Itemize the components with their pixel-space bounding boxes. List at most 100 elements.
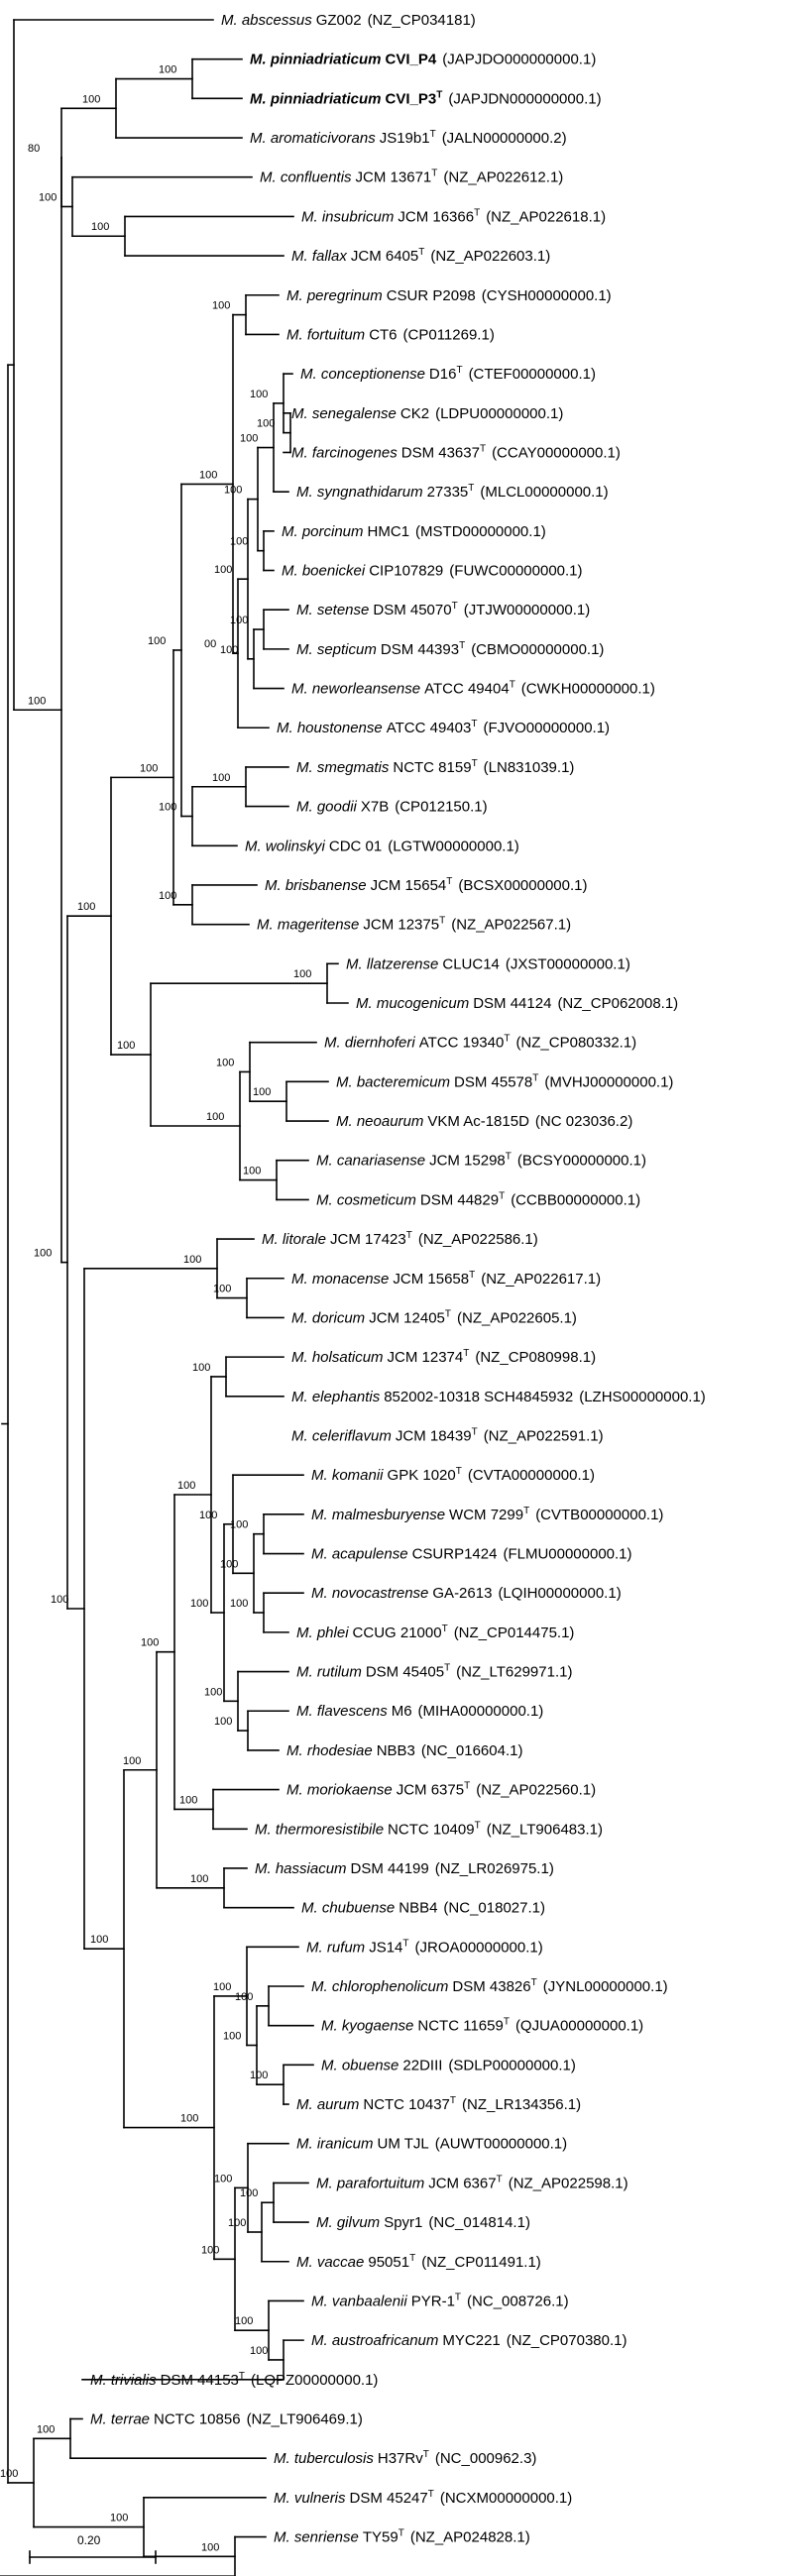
- type-strain-mark: T: [497, 2174, 503, 2184]
- taxon-accession: (CBMO00000000.1): [471, 641, 604, 658]
- type-strain-mark: T: [459, 640, 465, 651]
- taxon-strain: DSM 44124: [473, 995, 551, 1012]
- taxon-strain: VKM Ac-1815D: [427, 1113, 529, 1130]
- taxon-strain: DSM 44393: [381, 641, 459, 658]
- taxon-strain: ATCC 49403: [387, 720, 472, 736]
- bootstrap-value: 100: [243, 1166, 261, 1177]
- taxon-name: M. tuberculosis: [274, 2450, 374, 2467]
- bootstrap-value: 100: [159, 64, 176, 76]
- taxon-strain: NCTC 10409: [388, 1821, 475, 1838]
- bootstrap-value: 100: [220, 644, 238, 656]
- taxon-name: M. rutilum: [296, 1664, 362, 1681]
- bootstrap-value: 100: [148, 635, 166, 647]
- type-strain-mark: T: [468, 483, 474, 494]
- tree-branches: [0, 19, 349, 2576]
- taxon-strain: CSUR P2098: [387, 287, 476, 304]
- taxon-accession: (MSTD00000000.1): [415, 523, 546, 540]
- bootstrap-value: 100: [190, 1873, 208, 1885]
- taxon-accession: (CTEF00000000.1): [469, 366, 596, 383]
- taxon-name: M. kyogaense: [321, 2018, 413, 2035]
- taxon-name: M. doricum: [291, 1309, 365, 1326]
- taxon-accession: (LZHS00000000.1): [579, 1389, 706, 1405]
- taxon-accession: (CVTA00000000.1): [468, 1467, 595, 1484]
- taxon-accession: (NZ_LT629971.1): [456, 1664, 572, 1681]
- type-strain-mark: T: [423, 2449, 429, 2460]
- type-strain-mark: T: [523, 1506, 529, 1516]
- taxon-strain: JCM 15654: [371, 877, 447, 894]
- taxon-strain: JCM 6375: [397, 1782, 464, 1799]
- taxon-name: M. neoaurum: [336, 1113, 423, 1130]
- bootstrap-value: 100: [90, 1934, 108, 1946]
- bootstrap-value: 100: [141, 1637, 159, 1649]
- taxon-accession: (NZ_AP022617.1): [481, 1271, 601, 1288]
- bootstrap-value: 100: [159, 890, 176, 902]
- taxon-accession: (NZ_AP022612.1): [443, 169, 563, 186]
- taxon-strain: CIP107829: [369, 563, 443, 580]
- taxon-strain: JCM 16366: [398, 208, 474, 225]
- taxon-accession: (NZ_CP014475.1): [454, 1624, 575, 1641]
- taxon-accession: (AUWT00000000.1): [435, 2136, 567, 2153]
- taxon-name: M. smegmatis: [296, 759, 390, 776]
- bootstrap-value: 100: [235, 2315, 253, 2327]
- taxon-name: M. chubuense: [301, 1900, 395, 1917]
- taxon-strain: PYR-1: [411, 2293, 455, 2309]
- bootstrap-value: 100: [91, 221, 109, 233]
- bootstrap-value: 100: [230, 615, 248, 626]
- taxon-name: M. houstonense: [277, 720, 383, 736]
- taxon-accession: (FJVO00000000.1): [483, 720, 610, 736]
- taxon-accession: (NZ_CP070380.1): [507, 2332, 627, 2349]
- taxon-strain: JCM 12374: [388, 1349, 464, 1366]
- taxon-accession: (NZ_LR134356.1): [462, 2096, 581, 2113]
- bootstrap-value: 100: [159, 802, 176, 814]
- taxon-name: M. rufum: [306, 1939, 365, 1956]
- taxon-name: M. trivialis: [90, 2372, 157, 2389]
- taxon-accession: (NZ_CP080998.1): [475, 1349, 596, 1366]
- taxon-strain: NCTC 10437: [363, 2096, 450, 2113]
- taxon-strain: WCM 7299: [449, 1507, 523, 1523]
- taxon-accession: (BCSX00000000.1): [458, 877, 587, 894]
- taxon-name: M. celeriflavum: [291, 1427, 392, 1444]
- taxon-name: M. vaccae: [296, 2254, 364, 2271]
- taxon-strain: JCM 15658: [393, 1271, 469, 1288]
- taxon-strain: TY59: [363, 2529, 399, 2546]
- taxon-strain: 95051: [368, 2254, 409, 2271]
- taxon-name: M. vulneris: [274, 2490, 346, 2507]
- taxon-strain: CDC 01: [329, 838, 382, 854]
- type-strain-mark: T: [504, 2017, 510, 2028]
- taxon-strain: JCM 18439: [396, 1427, 472, 1444]
- taxon-accession: (MIHA00000000.1): [418, 1703, 544, 1720]
- taxon-strain: CVI_P3: [386, 90, 437, 107]
- type-strain-mark: T: [450, 2095, 456, 2106]
- bootstrap-value: 100: [235, 1991, 253, 2003]
- taxon-name: M. setense: [296, 602, 369, 618]
- taxon-accession: (FUWC00000000.1): [449, 563, 582, 580]
- taxon-name: M. diernhoferi: [324, 1035, 415, 1052]
- taxon-name: M. farcinogenes: [291, 444, 398, 461]
- taxon-strain: DSM 44153: [161, 2372, 239, 2389]
- taxon-strain: 22DIII: [402, 2057, 442, 2073]
- taxon-accession: (NZ_CP062008.1): [557, 995, 678, 1012]
- type-strain-mark: T: [472, 758, 478, 769]
- taxon-name: M. septicum: [296, 641, 377, 658]
- taxon-accession: (NC_014814.1): [428, 2214, 530, 2231]
- taxon-name: M. flavescens: [296, 1703, 388, 1720]
- taxon-name: M. boenickei: [282, 563, 366, 580]
- taxon-accession: (NC_000962.3): [435, 2450, 537, 2467]
- taxon-name: M. litorale: [262, 1231, 326, 1248]
